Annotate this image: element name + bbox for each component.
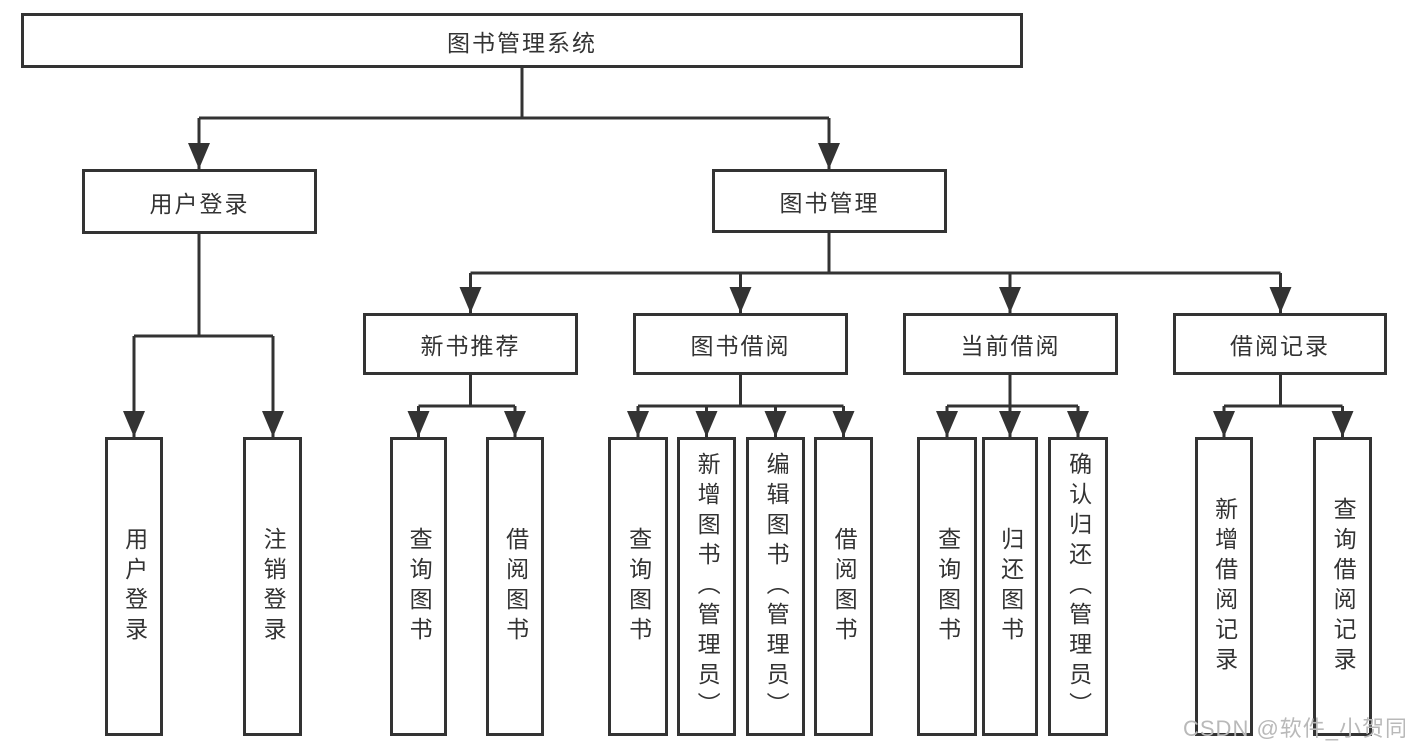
- node-library-management-system: 图书管理系统: [21, 13, 1023, 68]
- node-label: 编辑图书（管理员）: [763, 451, 790, 722]
- node-label: 图书管理: [779, 190, 880, 216]
- leaf-add-borrow-record: 新增借阅记录: [1195, 437, 1253, 736]
- node-label: 借阅图书: [502, 526, 529, 647]
- leaf-query-borrow-record: 查询借阅记录: [1313, 437, 1372, 736]
- leaf-borrow-book: 借阅图书: [486, 437, 544, 736]
- node-label: 查询图书: [625, 526, 652, 647]
- node-label: 新增图书（管理员）: [694, 451, 721, 722]
- node-label: 用户登录: [121, 526, 148, 647]
- node-label: 查询图书: [934, 526, 961, 647]
- leaf-edit-book-admin: 编辑图书（管理员）: [746, 437, 805, 736]
- csdn-watermark: CSDN @软件_小贺同学: [1183, 716, 1405, 741]
- node-label: 注销登录: [260, 526, 287, 647]
- node-current-borrow: 当前借阅: [903, 313, 1118, 375]
- leaf-query-book: 查询图书: [390, 437, 447, 736]
- node-user-login: 用户登录: [82, 169, 317, 234]
- node-borrow-record: 借阅记录: [1173, 313, 1387, 375]
- node-book-borrow: 图书借阅: [633, 313, 848, 375]
- node-label: 图书借阅: [690, 333, 791, 359]
- node-new-book-recommend: 新书推荐: [363, 313, 578, 375]
- leaf-borrow-book: 借阅图书: [814, 437, 873, 736]
- node-label: 新书推荐: [420, 333, 521, 359]
- node-label: 借阅图书: [831, 526, 858, 647]
- leaf-logout: 注销登录: [243, 437, 302, 736]
- node-label: 查询图书: [406, 526, 433, 647]
- leaf-user-login: 用户登录: [105, 437, 163, 736]
- leaf-query-book: 查询图书: [917, 437, 977, 736]
- node-book-management: 图书管理: [712, 169, 947, 233]
- leaf-add-book-admin: 新增图书（管理员）: [677, 437, 736, 736]
- node-label: 借阅记录: [1230, 333, 1330, 359]
- leaf-confirm-return-admin: 确认归还（管理员）: [1048, 437, 1108, 736]
- node-label: 当前借阅: [960, 333, 1061, 359]
- leaf-return-book: 归还图书: [982, 437, 1038, 736]
- leaf-query-book: 查询图书: [608, 437, 668, 736]
- node-label: 查询借阅记录: [1330, 496, 1357, 677]
- node-label: 用户登录: [149, 190, 250, 217]
- node-label: 确认归还（管理员）: [1065, 451, 1092, 722]
- node-label: 图书管理系统: [447, 29, 597, 56]
- node-label: 归还图书: [997, 526, 1024, 647]
- node-label: 新增借阅记录: [1211, 496, 1238, 677]
